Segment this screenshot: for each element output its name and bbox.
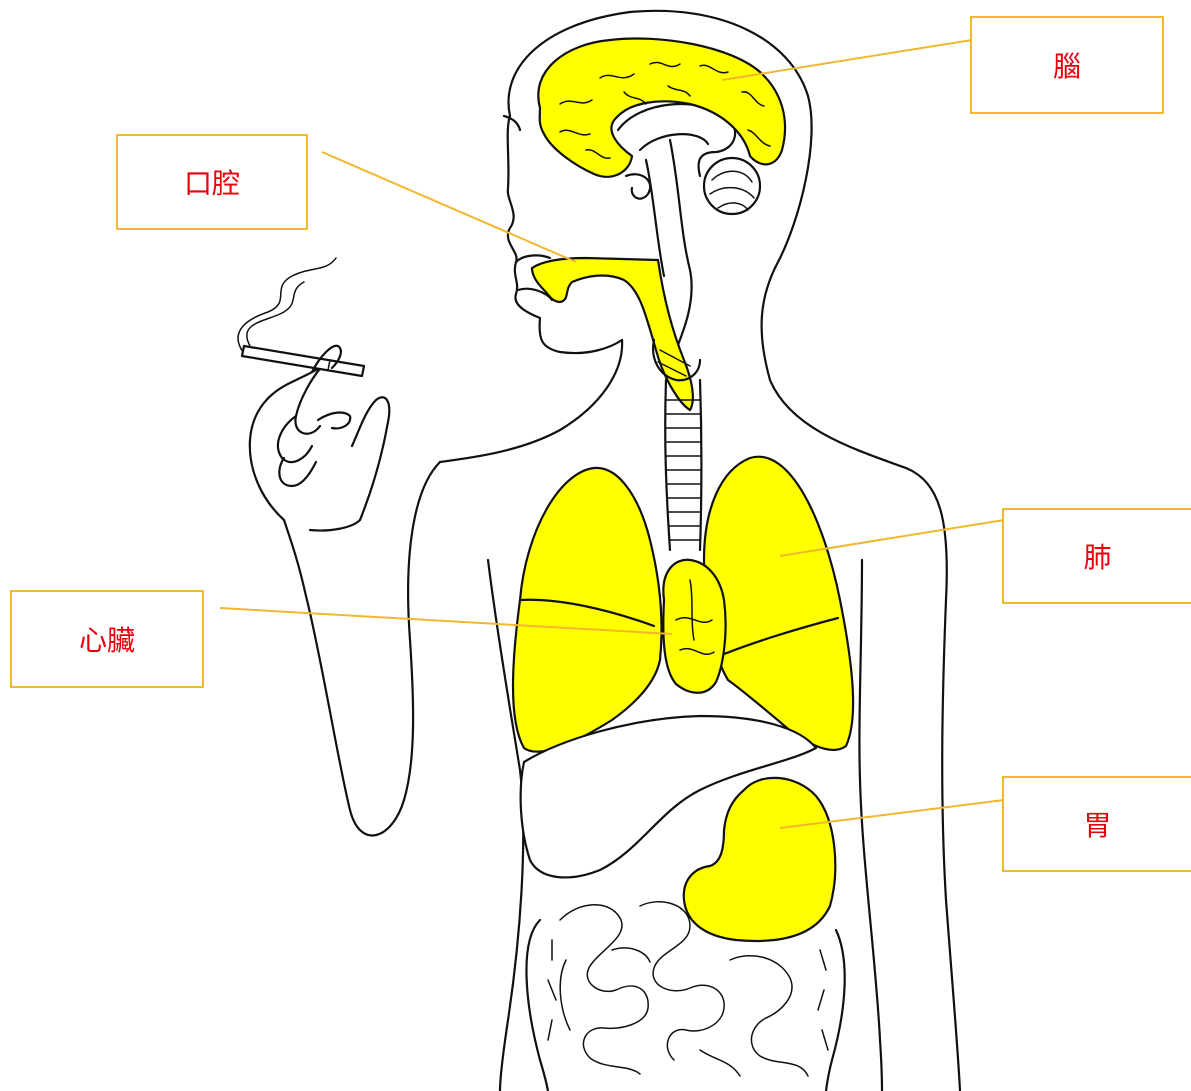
trachea	[653, 340, 701, 550]
mouth-label-text: 口腔	[184, 162, 240, 202]
smoke-icon	[238, 258, 336, 352]
heart-highlight	[663, 560, 725, 693]
brain-highlight	[538, 38, 785, 176]
arm-outline	[250, 366, 440, 835]
cigarette-icon	[242, 346, 364, 376]
mouth-highlight	[532, 258, 693, 410]
brain-label-text: 腦	[1053, 45, 1081, 85]
mouth-leader	[322, 152, 576, 262]
lung-label: 肺	[1002, 508, 1191, 604]
heart-label-text: 心臟	[79, 619, 135, 659]
brain-leader	[722, 40, 972, 80]
left-lung-highlight	[704, 457, 853, 750]
lung-label-text: 肺	[1083, 536, 1111, 576]
heart-label: 心臟	[10, 590, 204, 688]
stomach-highlight	[684, 778, 835, 941]
right-lung-highlight	[513, 468, 662, 752]
brainstem-detail	[618, 104, 760, 350]
stomach-label-text: 胃	[1083, 804, 1111, 844]
stomach-label: 胃	[1002, 776, 1191, 872]
mouth-label: 口腔	[116, 134, 308, 230]
brain-label: 腦	[970, 16, 1164, 114]
